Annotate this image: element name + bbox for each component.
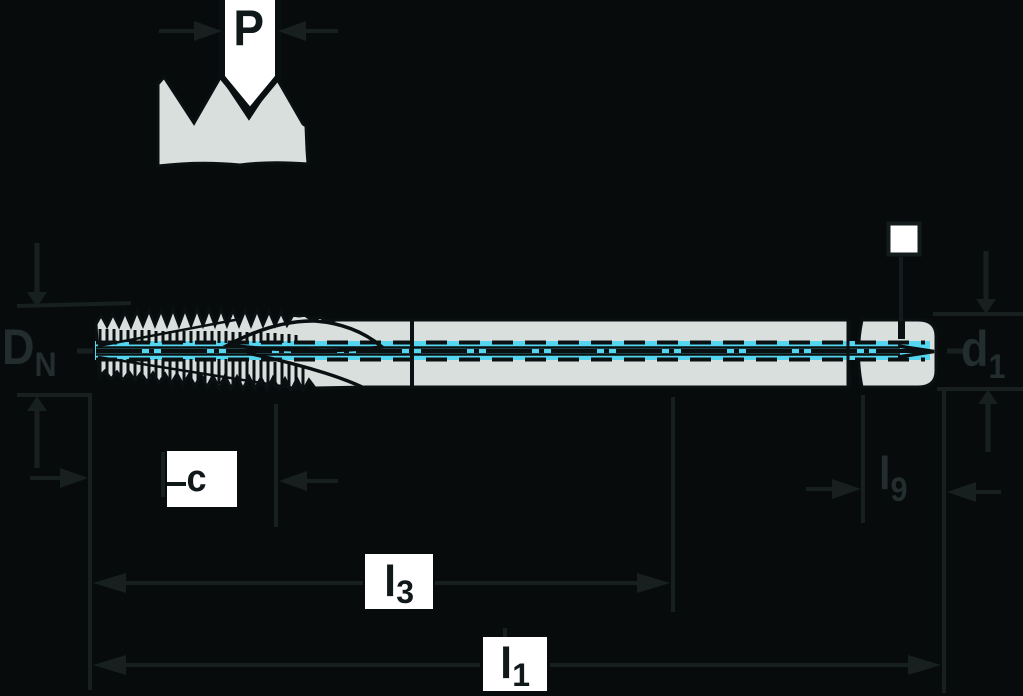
dim-l3 [93, 573, 670, 593]
chamfer-envelope-lower [97, 355, 301, 391]
label-shank-diameter: d1 [961, 321, 1006, 384]
label-l1-main: l [499, 639, 513, 688]
thread-details [97, 317, 850, 391]
label-l3-main: l [383, 556, 397, 606]
dimension-linework [16, 243, 1023, 693]
label-shank-diameter-main: d [961, 321, 989, 377]
coolant-channel [77, 340, 963, 362]
label-nominal-diameter-main: D [2, 319, 35, 375]
label-square-length: l9 [879, 447, 908, 507]
label-square-length-main: l [879, 447, 891, 499]
label-shank-diameter-sub: 1 [988, 348, 1006, 386]
label-nominal-diameter: DN [2, 319, 57, 382]
dim-nominal-diameter [16, 243, 132, 468]
square-drive [886, 221, 922, 321]
label-nominal-diameter-sub: N [34, 346, 57, 384]
label-pitch: P [233, 0, 265, 56]
pitch-measure-band [219, 0, 281, 116]
chamfer-envelope-upper [97, 317, 241, 348]
spiral-flute-lower [246, 351, 363, 389]
square-leader-notch [898, 320, 905, 339]
label-chamfer: c [186, 457, 207, 500]
dim-square-length [806, 479, 1001, 502]
dim-l1 [93, 628, 941, 675]
label-l1-sub: 1 [512, 656, 531, 693]
chamfer-leader-tick [167, 482, 186, 486]
label-square-length-sub: 9 [890, 471, 908, 509]
coolant-exit-tip [897, 344, 935, 359]
label-l3-sub: 3 [396, 574, 415, 610]
dim-chamfer [30, 404, 338, 527]
thread-profile-detail [156, 0, 338, 168]
square-drive-symbol [886, 221, 922, 257]
label-chamfer-box: c [167, 451, 237, 507]
pitch-arrows [159, 21, 338, 41]
coolant-bore-lines [96, 346, 900, 356]
dim-shank-diameter [933, 251, 1023, 452]
spiral-flute-upper [222, 319, 387, 353]
